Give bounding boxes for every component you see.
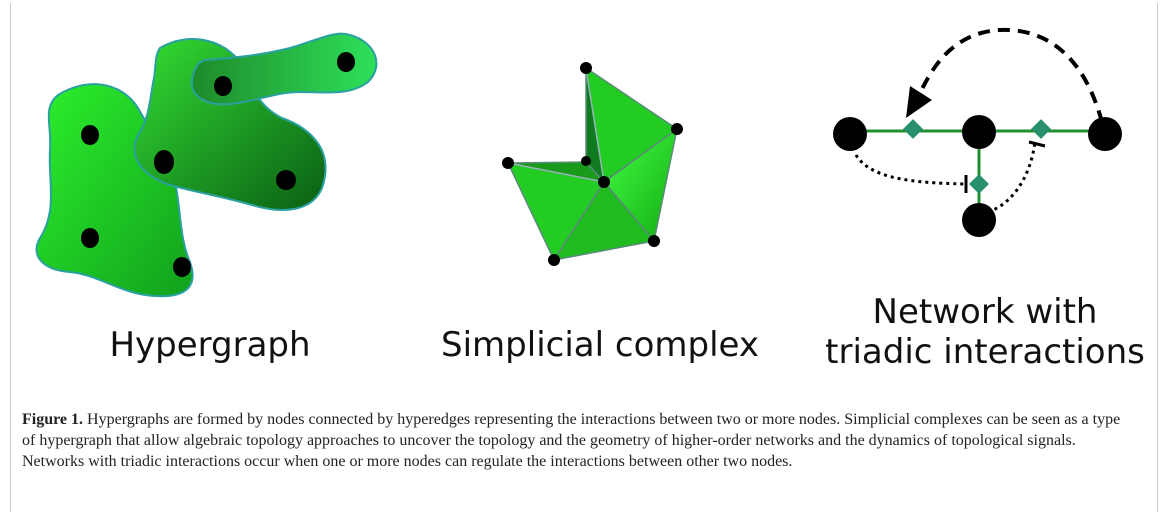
- inhibition-link: [854, 154, 967, 186]
- node: [173, 257, 191, 277]
- node: [81, 228, 99, 248]
- hyperedge-top: [190, 32, 378, 106]
- simplicial-complex-label: Simplicial complex: [441, 325, 759, 365]
- node: [1088, 117, 1122, 151]
- node: [962, 115, 996, 149]
- node: [81, 125, 99, 145]
- node: [671, 123, 683, 135]
- node: [502, 157, 514, 169]
- interaction-diamond: [1031, 119, 1051, 139]
- figure-caption: Figure 1. Hypergraphs are formed by node…: [22, 409, 1137, 472]
- simplicial-complex-diagram: [502, 62, 683, 266]
- node: [648, 235, 660, 247]
- triadic-network-diagram: [833, 27, 1122, 237]
- triadic-network-label: Network with triadic interactions: [800, 292, 1170, 372]
- regulation-arrow: [916, 27, 1104, 123]
- interaction-diamond: [969, 174, 989, 194]
- interaction-diamond: [903, 119, 923, 139]
- node: [214, 76, 232, 96]
- triadic-network-label-line1: Network with: [872, 292, 1098, 332]
- node: [154, 150, 174, 174]
- caption-label: Figure 1.: [22, 411, 84, 428]
- arrow-head: [906, 86, 932, 118]
- node: [580, 62, 592, 74]
- figure-illustration: [35, 27, 1122, 298]
- node: [598, 176, 610, 188]
- inhibition-link: [987, 141, 1037, 214]
- hypergraph-diagram: [35, 32, 378, 298]
- node: [833, 117, 867, 151]
- node: [962, 203, 996, 237]
- triadic-network-label-line2: triadic interactions: [825, 332, 1145, 372]
- node: [276, 170, 296, 190]
- inhibition-bar: [1028, 140, 1046, 148]
- caption-text: Hypergraphs are formed by nodes connecte…: [22, 411, 1121, 470]
- hypergraph-label: Hypergraph: [109, 325, 311, 365]
- node: [548, 254, 560, 266]
- figure-frame: [10, 3, 1158, 512]
- node: [581, 156, 591, 166]
- node: [337, 52, 355, 72]
